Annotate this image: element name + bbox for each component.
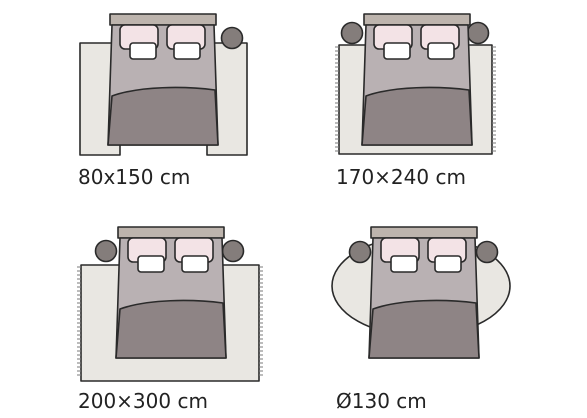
layout-small-runners	[79, 13, 248, 156]
caption-small-runners: 80x150 cm	[78, 165, 191, 189]
cushion-left	[129, 42, 157, 60]
bed-headboard	[109, 13, 217, 26]
cushion-left	[390, 255, 418, 273]
nightstand	[221, 239, 245, 263]
rug-fringe	[259, 266, 263, 376]
cushion-right	[173, 42, 201, 60]
rug-fringe	[492, 46, 496, 152]
rug-fringe	[335, 46, 339, 152]
caption-round-rug: Ø130 cm	[336, 389, 427, 413]
bed-duvet	[361, 86, 473, 146]
bed-headboard	[370, 226, 478, 239]
caption-large-rug: 200×300 cm	[78, 389, 208, 413]
caption-medium-rug: 170×240 cm	[336, 165, 466, 189]
nightstand	[475, 240, 499, 264]
nightstand	[340, 21, 364, 45]
cushion-right	[427, 42, 455, 60]
rug-fringe	[77, 266, 81, 376]
bed-duvet	[107, 86, 219, 146]
nightstand	[220, 26, 244, 50]
cushion-left	[383, 42, 411, 60]
nightstand	[94, 239, 118, 263]
layout-large-rug	[77, 226, 263, 382]
nightstand	[348, 240, 372, 264]
cushion-right	[181, 255, 209, 273]
bed-duvet	[368, 299, 480, 359]
cushion-left	[137, 255, 165, 273]
bed-headboard	[117, 226, 225, 239]
layout-medium-rug	[335, 13, 496, 155]
layout-round-rug	[331, 226, 511, 359]
cushion-right	[434, 255, 462, 273]
nightstand	[466, 21, 490, 45]
bed-headboard	[363, 13, 471, 26]
bed-duvet	[115, 299, 227, 359]
